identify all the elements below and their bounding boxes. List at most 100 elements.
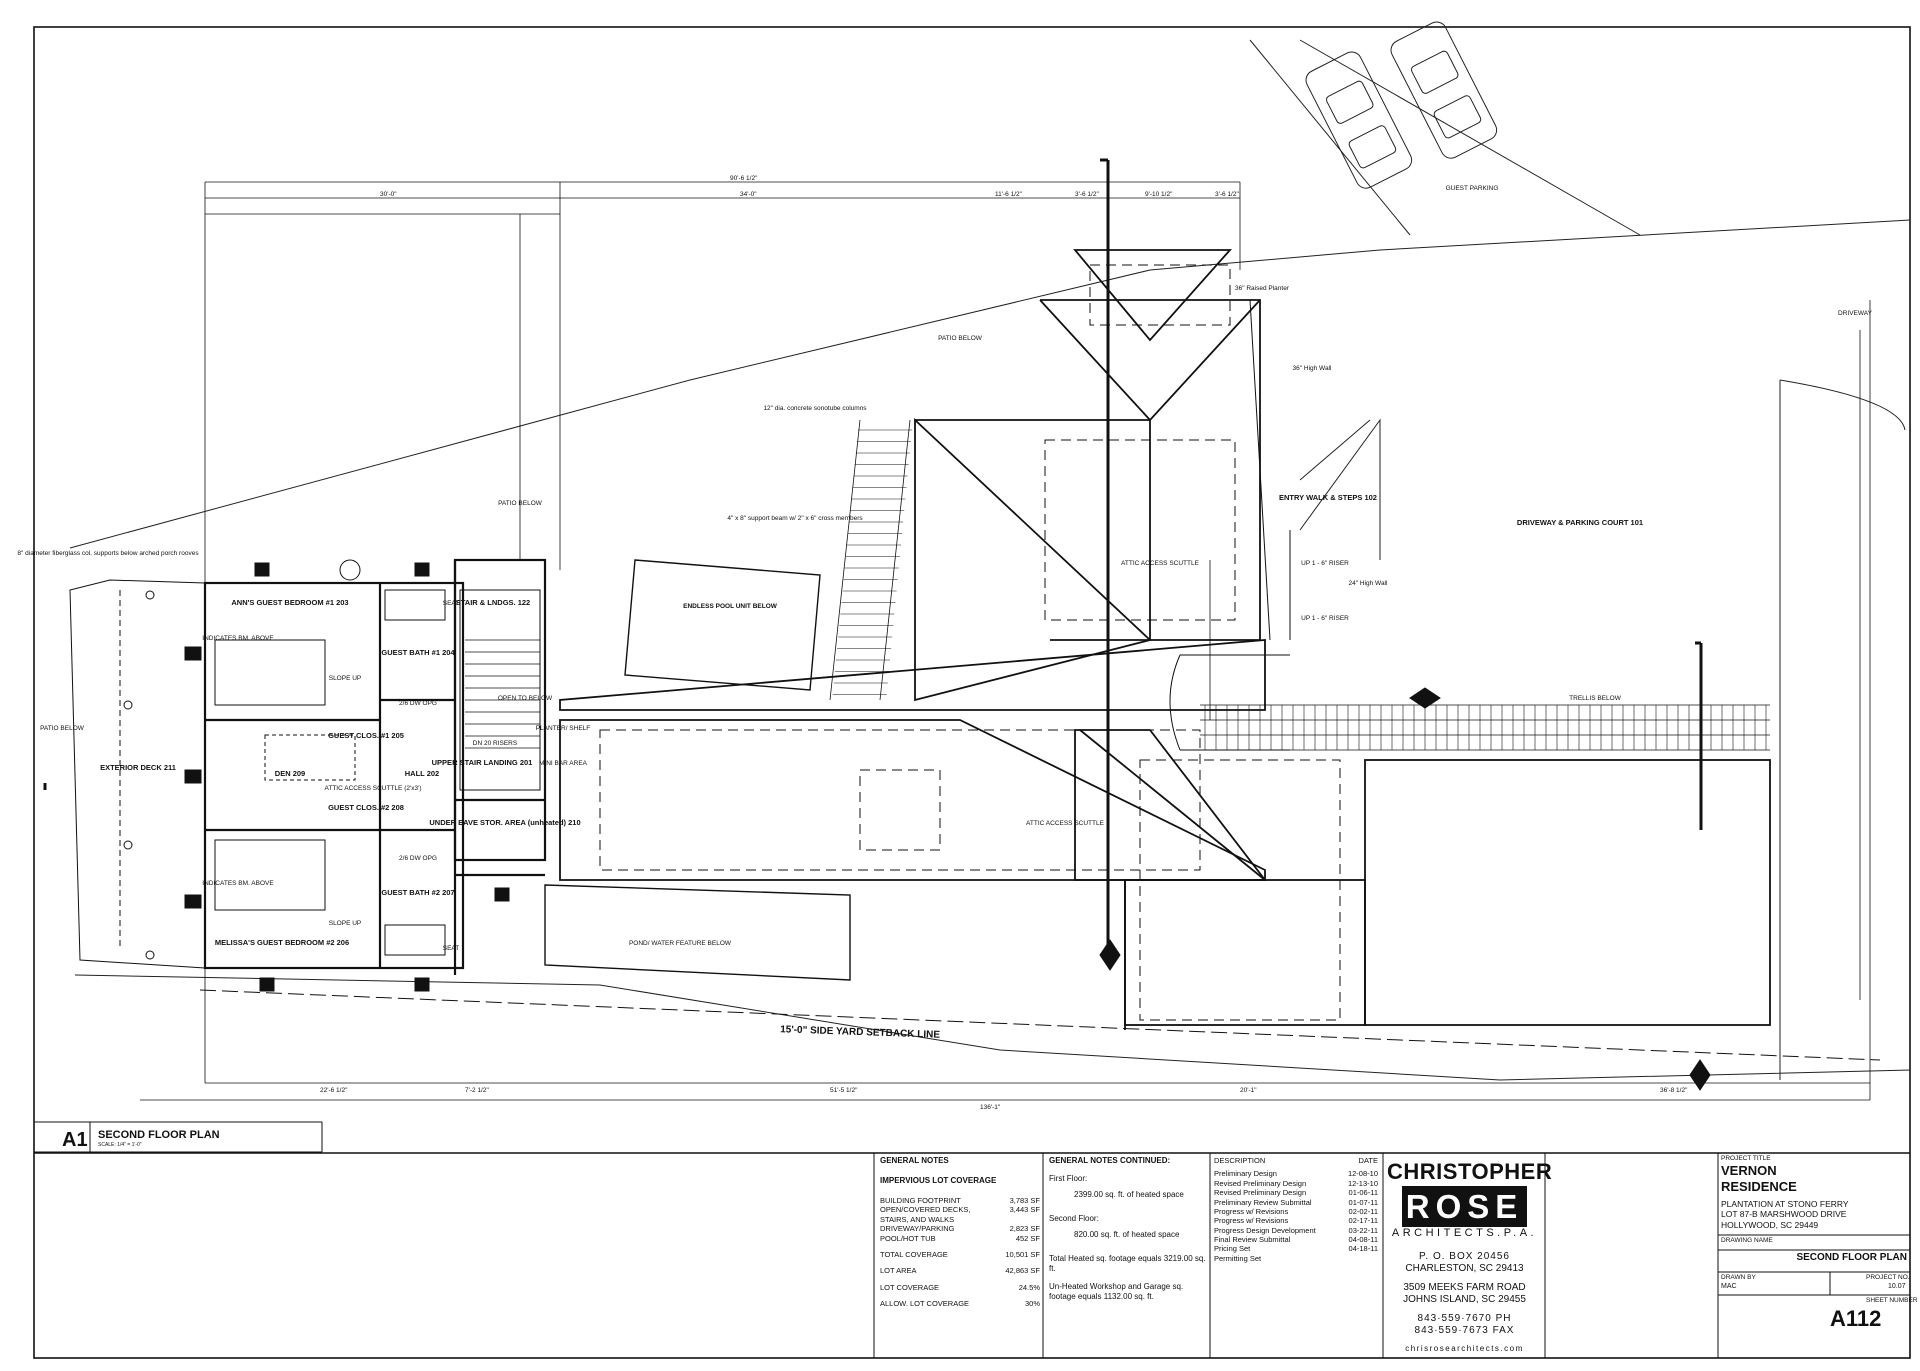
view-title: A1 SECOND FLOOR PLAN SCALE: 1/4" = 1'-0" [34, 1121, 323, 1153]
room-label-landing-201: UPPER STAIR LANDING 201 [432, 758, 533, 767]
room-label-bedroom-206: MELISSA'S GUEST BEDROOM #2 206 [215, 938, 349, 947]
revision-date: 04-08-11 [1348, 1235, 1378, 1244]
svg-text:36'-8 1/2": 36'-8 1/2" [1660, 1087, 1688, 1094]
room-labels: ANN'S GUEST BEDROOM #1 203 GUEST BATH #1… [100, 493, 1643, 947]
svg-text:4" x 8" support beam w/ 2" x 6: 4" x 8" support beam w/ 2" x 6" cross me… [727, 515, 863, 522]
revision-description: Revised Preliminary Design [1214, 1178, 1307, 1188]
sheet-border [33, 26, 1911, 1359]
svg-text:SLOPE UP: SLOPE UP [329, 920, 362, 927]
drawing-name: SECOND FLOOR PLAN [1796, 1252, 1907, 1263]
svg-text:INDICATES BM. ABOVE: INDICATES BM. ABOVE [202, 880, 274, 887]
svg-text:7'-2 1/2": 7'-2 1/2" [465, 1087, 489, 1094]
svg-text:22'-6 1/2": 22'-6 1/2" [320, 1087, 348, 1094]
trellis-slats [1204, 705, 1767, 750]
room-label-bath-207: GUEST BATH #2 207 [381, 888, 454, 897]
svg-text:DRIVEWAY: DRIVEWAY [1838, 310, 1873, 317]
room-label-clos-205: GUEST CLOS. #1 205 [328, 731, 404, 740]
svg-text:3'-6 1/2": 3'-6 1/2" [1075, 191, 1099, 198]
project-no-label: PROJECT NO. [1866, 1274, 1910, 1281]
svg-text:A1: A1 [1104, 954, 1112, 960]
sheet-number-label: SHEET NUMBER [1866, 1297, 1918, 1304]
svg-text:Y: Y [499, 891, 505, 900]
revision-description: Preliminary Design [1214, 1169, 1277, 1179]
patio-trellis-slats [832, 429, 912, 695]
svg-text:SEAT: SEAT [443, 600, 460, 607]
svg-text:W: W [263, 981, 271, 990]
revision-description: Progress Design Development [1214, 1225, 1316, 1235]
revision-description: Pricing Set [1214, 1244, 1251, 1254]
view-id: A1 [62, 1129, 88, 1151]
svg-text:MINI BAR AREA: MINI BAR AREA [539, 760, 588, 767]
guest-wing-walls [203, 558, 547, 975]
room-label-bath-204: GUEST BATH #1 204 [381, 648, 455, 657]
unheated: Un-Heated Workshop and Garage sq. footag… [1049, 1282, 1184, 1301]
first-floor-value: 2399.00 sq. ft. of heated space [1074, 1190, 1184, 1199]
firm-phone: 843·559·7670 PH [1417, 1312, 1512, 1324]
svg-text:36" Raised Planter: 36" Raised Planter [1235, 285, 1290, 292]
svg-text:90'-6 1/2": 90'-6 1/2" [730, 175, 758, 182]
room-label-entry-102: ENTRY WALK & STEPS 102 [1279, 493, 1377, 502]
first-floor-label: First Floor: [1049, 1174, 1088, 1183]
svg-text:51'-5 1/2": 51'-5 1/2" [830, 1087, 858, 1094]
svg-text:2/6 DW OPG: 2/6 DW OPG [399, 700, 437, 707]
continued-title: GENERAL NOTES CONTINUED: [1049, 1156, 1171, 1165]
revision-date: 03-22-11 [1348, 1225, 1378, 1235]
svg-text:3'-6 1/2": 3'-6 1/2" [1215, 191, 1239, 198]
svg-text:15'-0" SIDE YARD SETBACK LINE: 15'-0" SIDE YARD SETBACK LINE [780, 1024, 941, 1041]
svg-text:36" High Wall: 36" High Wall [1293, 365, 1332, 372]
door-tag-d1: D1 [1418, 694, 1429, 703]
svg-text:11'-6 1/2": 11'-6 1/2" [995, 191, 1023, 198]
revision-row: Pricing Set 04-18-11 [1214, 1244, 1378, 1253]
svg-text:SLOPE UP: SLOPE UP [329, 675, 362, 682]
room-label-deck-211: EXTERIOR DECK 211 [100, 763, 176, 772]
svg-text:30'-0": 30'-0" [380, 191, 397, 198]
revision-row: Final Review Submittal 04-08-11 [1214, 1235, 1378, 1244]
svg-text:PLANTER/ SHELF: PLANTER/ SHELF [536, 725, 591, 732]
svg-text:PATIO BELOW: PATIO BELOW [40, 725, 85, 732]
svg-text:TRELLIS BELOW: TRELLIS BELOW [1569, 695, 1622, 702]
door-tag-d9: D9 [187, 650, 198, 659]
total-heated: Total Heated sq. footage equals 3219.00 … [1049, 1254, 1206, 1273]
room-label-den-209: DEN 209 [275, 769, 305, 778]
revision-date: 04-18-11 [1348, 1244, 1378, 1254]
revision-description: Final Review Submittal [1214, 1235, 1291, 1244]
firm-logo-line2: ROSE [1401, 1185, 1528, 1227]
project-title-1: VERNON [1721, 1163, 1777, 1179]
project-location-3: HOLLYWOOD, SC 29449 [1721, 1219, 1819, 1230]
project-no: 10.07 [1888, 1283, 1906, 1290]
revision-row: Progress Design Development 03-22-11 [1214, 1226, 1378, 1235]
section-tags: V U U W Y A1 A5 [254, 562, 1711, 1091]
revision-row: Permitting Set [1214, 1254, 1378, 1263]
revision-description: Progress w/ Revisions [1214, 1216, 1289, 1226]
svg-text:34'-0": 34'-0" [740, 191, 757, 198]
project-location-2: LOT 87-B MARSHWOOD DRIVE [1721, 1209, 1847, 1220]
firm-block: CHRISTOPHER ROSE ARCHITECTS.P.A. P. O. B… [1387, 1158, 1552, 1354]
revision-date: 01-07-11 [1348, 1197, 1378, 1207]
svg-text:2/6 DW OPG: 2/6 DW OPG [399, 855, 437, 862]
revision-description: Preliminary Review Submittal [1214, 1197, 1312, 1207]
room-label-stair-122: STAIR & LNDGS. 122 [456, 598, 530, 607]
svg-text:PATIO BELOW: PATIO BELOW [938, 335, 983, 342]
drawing-name-label: DRAWING NAME [1721, 1237, 1773, 1244]
patio-trellis [829, 419, 911, 701]
svg-text:8" diameter fiberglass col. su: 8" diameter fiberglass col. supports bel… [17, 550, 199, 557]
svg-text:12" dia. concrete sonotube col: 12" dia. concrete sonotube columns [763, 405, 867, 412]
svg-text:ENDLESS POOL UNIT BELOW: ENDLESS POOL UNIT BELOW [683, 603, 778, 610]
svg-text:UP 1 - 6" RISER: UP 1 - 6" RISER [1301, 560, 1349, 567]
svg-text:SEAT: SEAT [443, 945, 460, 952]
svg-text:20'-1": 20'-1" [1240, 1087, 1257, 1094]
door-tag-d8: D8 [187, 898, 198, 907]
svg-text:UP 1 - 6" RISER: UP 1 - 6" RISER [1301, 615, 1349, 622]
firm-fax: 843·559·7673 FAX [1414, 1325, 1515, 1336]
svg-text:PATIO BELOW: PATIO BELOW [498, 500, 543, 507]
second-floor-value: 820.00 sq. ft. of heated space [1074, 1230, 1180, 1239]
firm-street: 3509 MEEKS FARM ROAD [1403, 1281, 1526, 1293]
revision-date: 12-13-10 [1347, 1178, 1378, 1188]
